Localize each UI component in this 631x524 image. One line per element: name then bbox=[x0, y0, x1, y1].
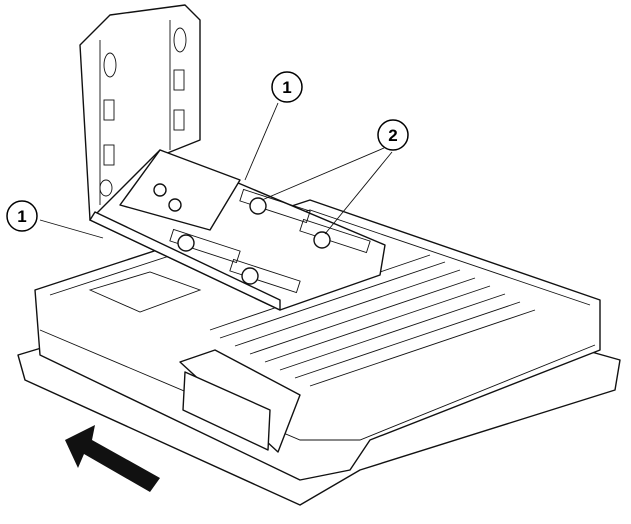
connector-panel bbox=[179, 349, 301, 453]
callout-1-left: 1 bbox=[6, 200, 38, 232]
svg-text:2: 2 bbox=[388, 126, 397, 145]
svg-text:1: 1 bbox=[17, 207, 26, 226]
leader-lines bbox=[39, 102, 393, 239]
direction-arrow bbox=[65, 425, 160, 492]
mounting-bracket bbox=[79, 4, 386, 311]
device-body bbox=[17, 199, 621, 506]
callout-1-top: 1 bbox=[271, 71, 303, 103]
heat-fins bbox=[209, 254, 536, 387]
bracket-slots bbox=[99, 27, 187, 197]
bracket-bolt-slots bbox=[169, 188, 371, 294]
svg-text:1: 1 bbox=[282, 78, 291, 97]
callout-2: 2 bbox=[377, 119, 409, 151]
mounting-bolts bbox=[153, 183, 331, 285]
label-area bbox=[88, 271, 202, 313]
